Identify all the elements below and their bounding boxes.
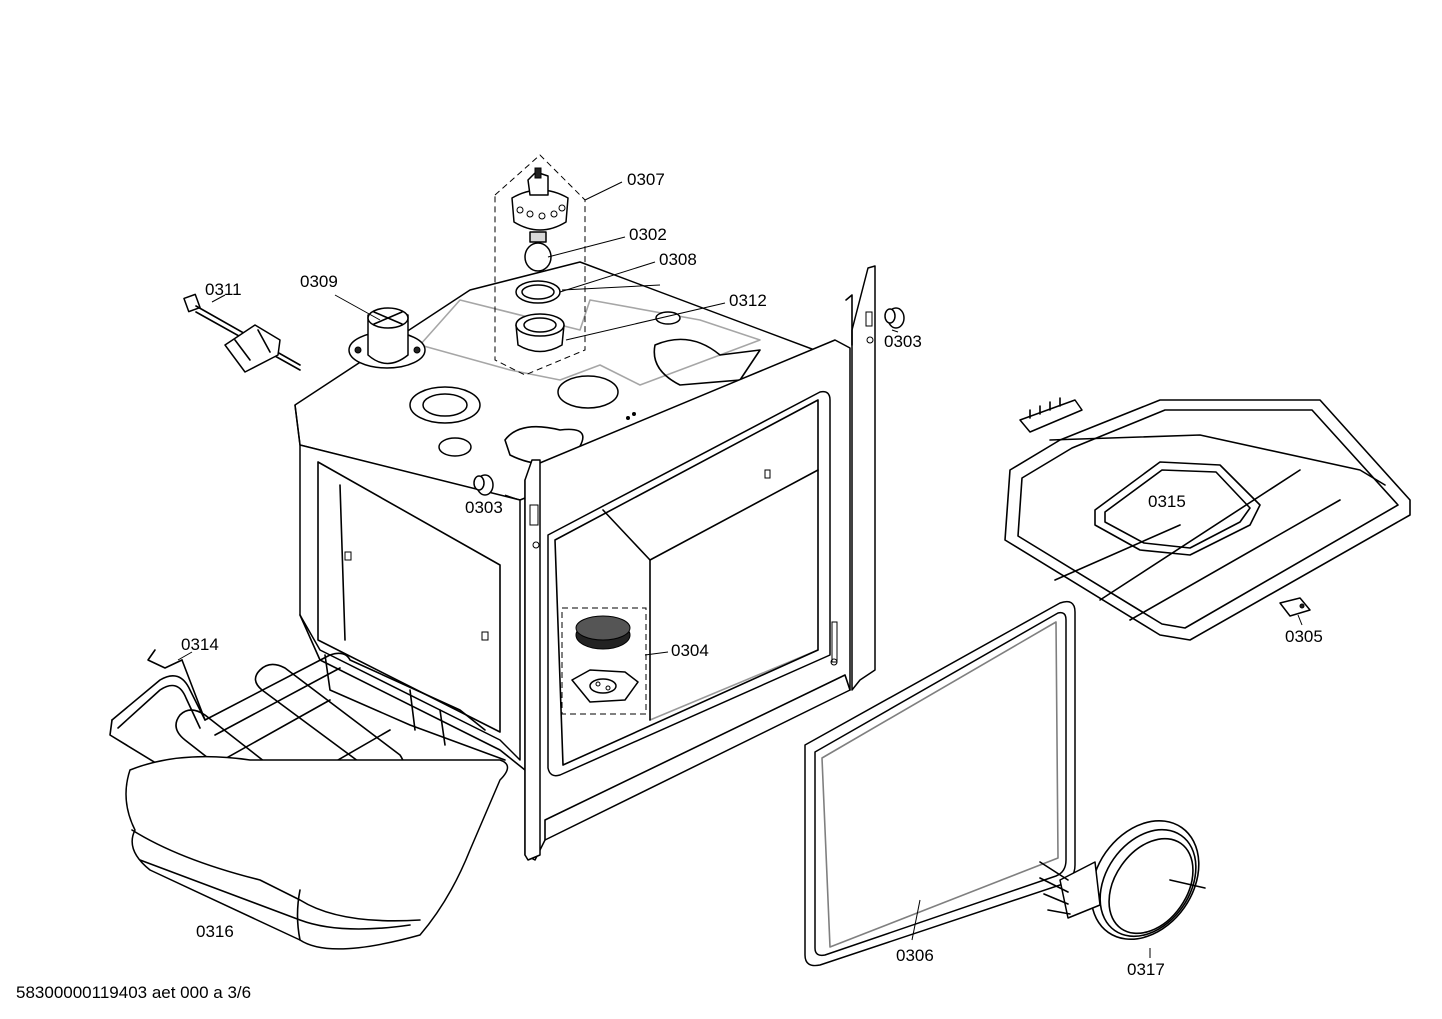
part-label-0317: 0317	[1127, 960, 1165, 979]
part-label-0309: 0309	[300, 272, 338, 291]
part-label-0307: 0307	[627, 170, 665, 189]
part-label-0305: 0305	[1285, 627, 1323, 646]
part-label-0303-center: 0303	[465, 498, 503, 517]
cap-plug-center	[473, 474, 494, 496]
top-grill-element	[1004, 397, 1411, 641]
leader-lines	[177, 181, 1303, 958]
part-label-0312: 0312	[729, 291, 767, 310]
part-label-0303-right: 0303	[884, 332, 922, 351]
small-clip	[1279, 597, 1311, 617]
part-label-0316: 0316	[196, 922, 234, 941]
lamp-bulb	[524, 242, 552, 272]
part-label-0306: 0306	[896, 946, 934, 965]
part-label-0314: 0314	[181, 635, 219, 654]
round-fitting	[348, 307, 426, 369]
document-code: 58300000119403 aet 000 a 3/6	[16, 983, 252, 1002]
part-label-0311: 0311	[205, 280, 242, 299]
part-label-0304: 0304	[671, 641, 709, 660]
insulation-blanket	[125, 755, 509, 950]
door-seal	[804, 600, 1076, 967]
cap-plug-right	[884, 307, 905, 329]
probe-bracket	[183, 293, 301, 373]
part-label-0308: 0308	[659, 250, 697, 269]
fan-filter-group	[561, 607, 647, 715]
top-fan-assembly	[494, 154, 586, 376]
part-label-0315: 0315	[1148, 492, 1186, 511]
part-label-0302: 0302	[629, 225, 667, 244]
ring-heating-element	[1039, 819, 1206, 941]
